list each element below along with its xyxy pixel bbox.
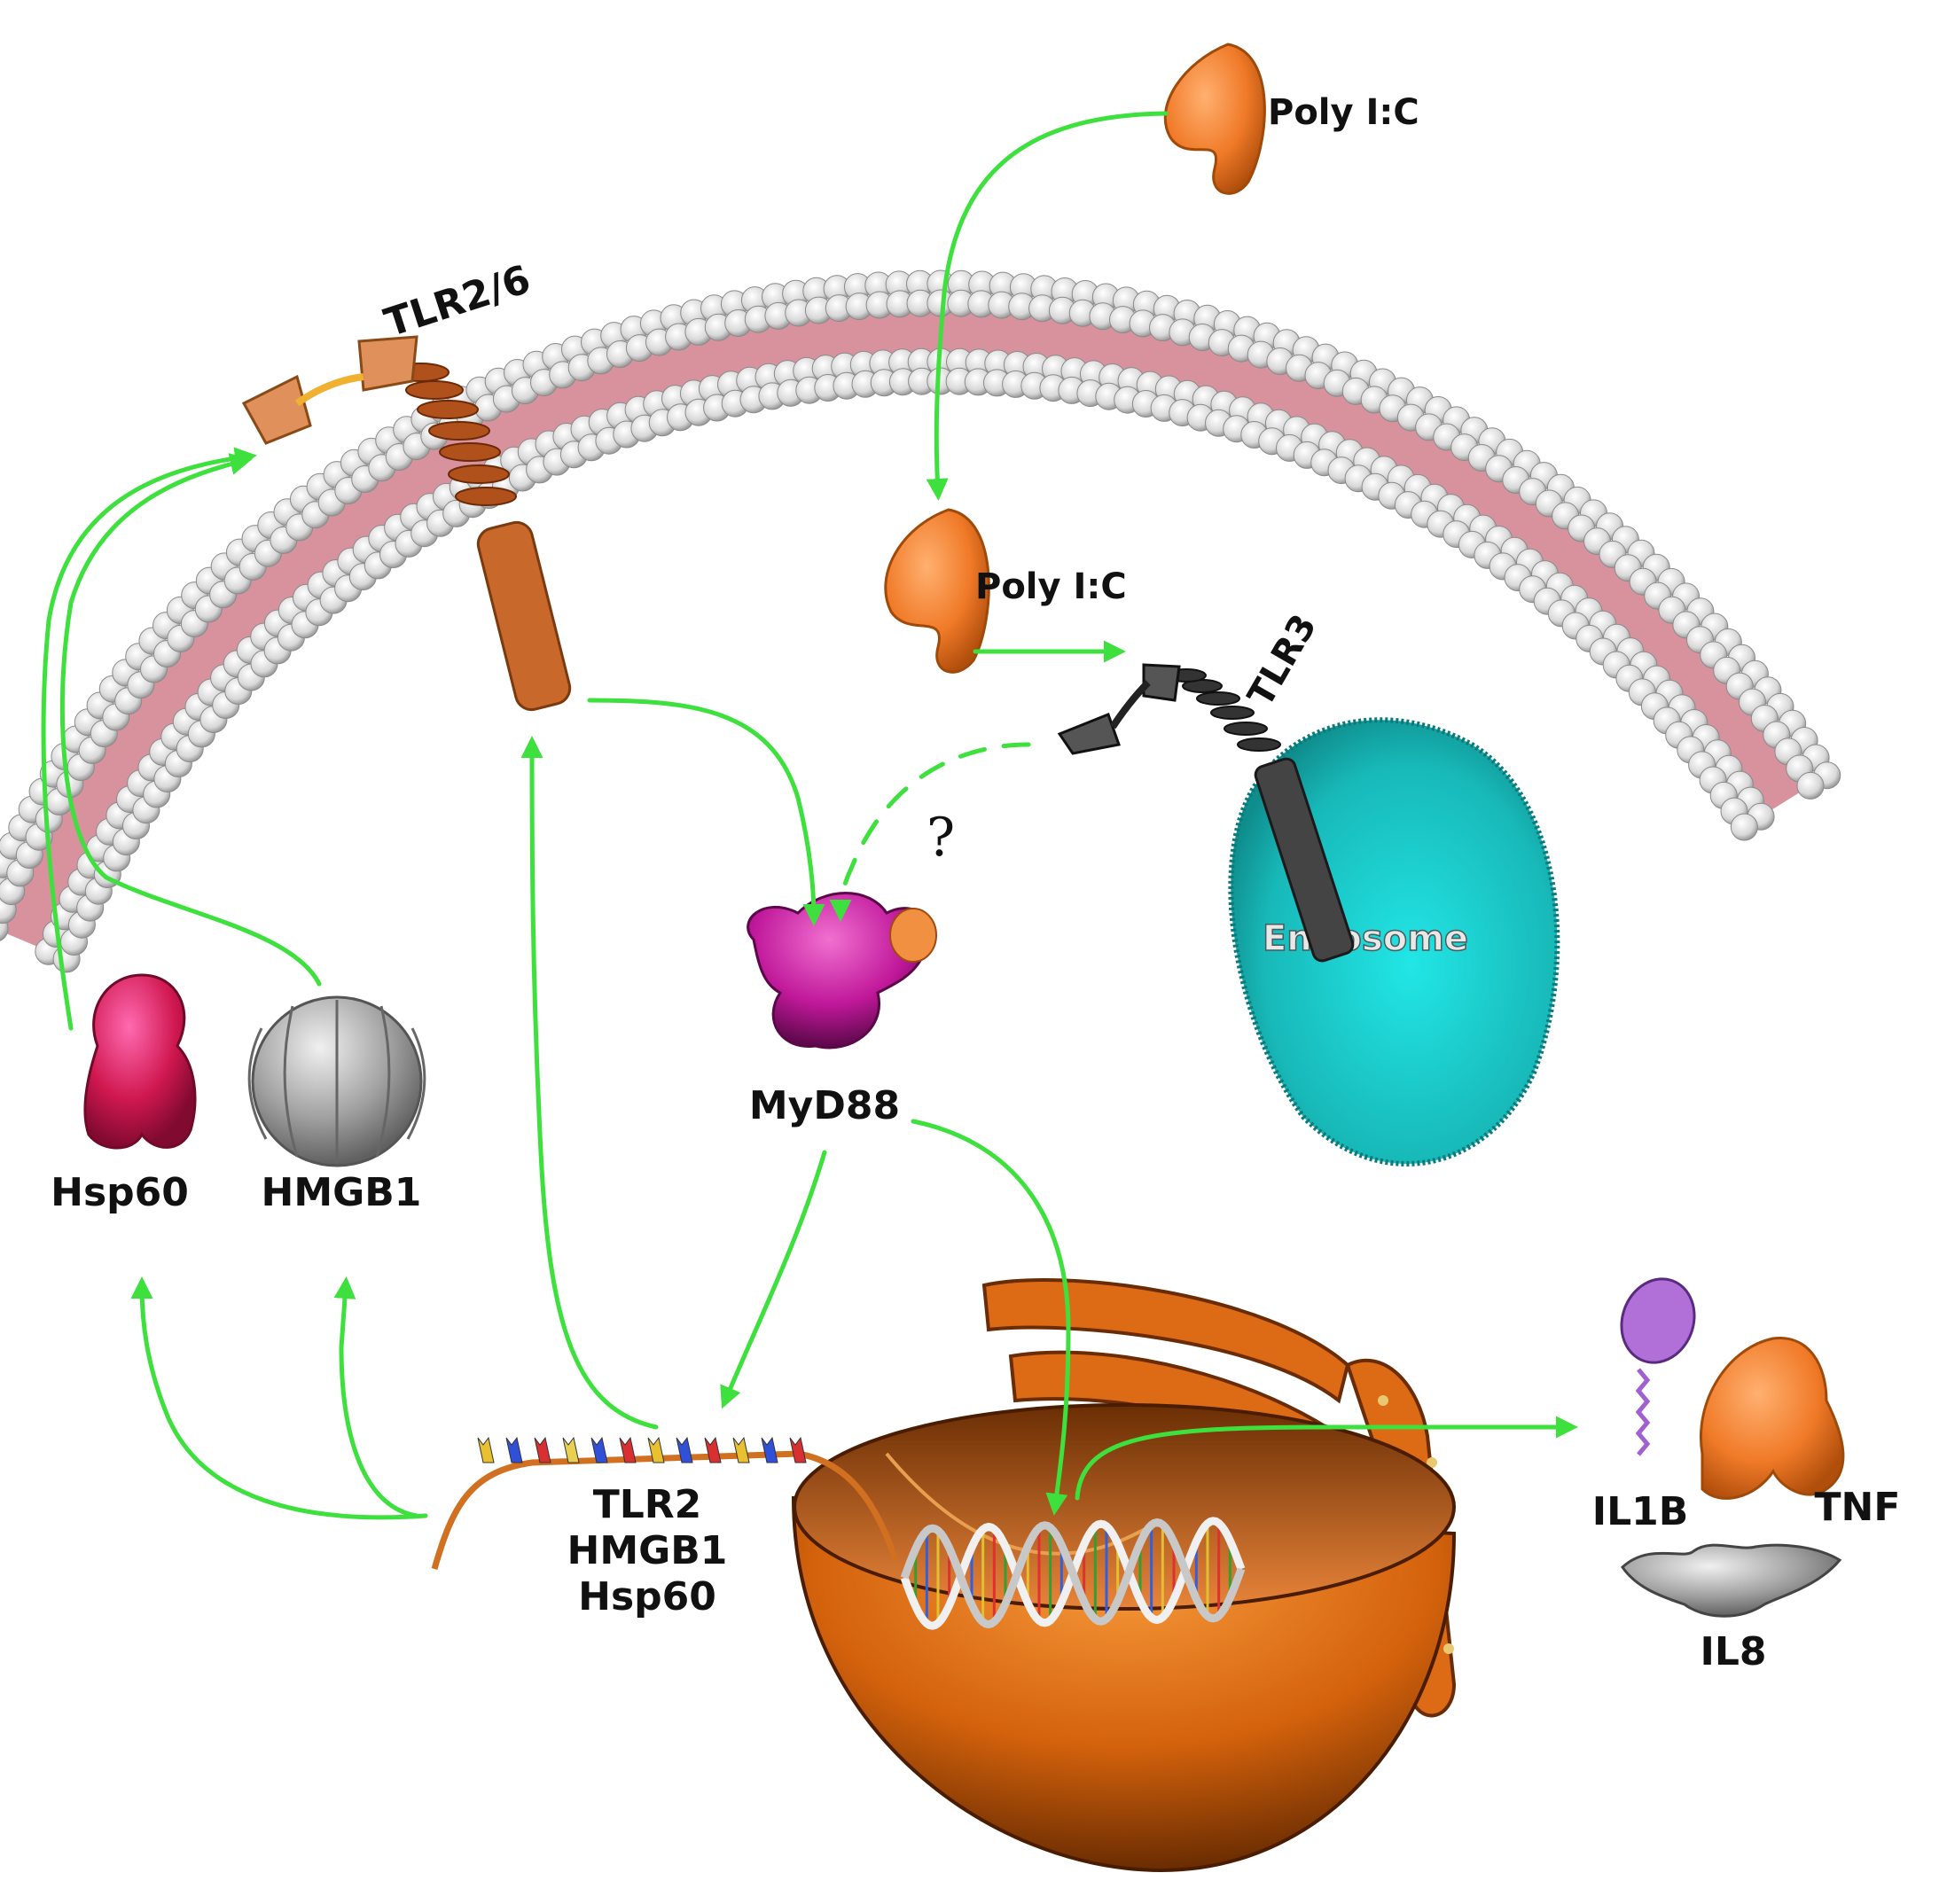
arrow-dna-to-cytokines bbox=[1075, 1416, 1578, 1501]
il8-cytokine: IL8 bbox=[1621, 1543, 1842, 1674]
gene-label-hsp60: Hsp60 bbox=[578, 1574, 716, 1619]
myd88-label: MyD88 bbox=[749, 1083, 900, 1128]
cell-membrane bbox=[0, 269, 1841, 973]
endosome-label: Endosome bbox=[1263, 918, 1468, 959]
arrow-mrna-to-hsp60 bbox=[130, 1276, 428, 1520]
poly-ic-outside-label: Poly I:C bbox=[1268, 92, 1419, 133]
tlr2-6-label: TLR2/6 bbox=[379, 257, 536, 347]
gene-label-hmgb1: HMGB1 bbox=[567, 1528, 728, 1573]
poly-ic-inside: Poly I:C bbox=[884, 508, 1127, 674]
tlr3-label: TLR3 bbox=[1240, 608, 1325, 714]
hsp60-label: Hsp60 bbox=[51, 1170, 189, 1215]
arrow-mrna-to-hmgb1 bbox=[333, 1276, 419, 1518]
hmgb1-protein: HMGB1 bbox=[247, 995, 426, 1215]
arrow-mrna-to-tlr26 bbox=[520, 736, 659, 1430]
poly-ic-inside-label: Poly I:C bbox=[975, 566, 1127, 607]
dna-helix bbox=[900, 1517, 1246, 1630]
poly-ic-outside: Poly I:C bbox=[1163, 43, 1419, 195]
il1b-cytokine: IL1B bbox=[1592, 1277, 1696, 1534]
arrow-polyic-to-endosome bbox=[926, 111, 1169, 501]
tnf-label: TNF bbox=[1815, 1485, 1901, 1530]
arrow-tlr26-to-myd88 bbox=[587, 698, 825, 926]
arrow-myd88-to-dna bbox=[911, 1119, 1071, 1516]
il1b-label: IL1B bbox=[1592, 1489, 1689, 1534]
arrow-hsp60-to-tlr26 bbox=[41, 447, 257, 1031]
mrna-strand bbox=[431, 1436, 899, 1570]
il8-label: IL8 bbox=[1700, 1629, 1766, 1674]
signaling-arrows bbox=[41, 111, 1578, 1520]
question-mark: ? bbox=[926, 807, 955, 869]
hmgb1-label: HMGB1 bbox=[262, 1170, 422, 1215]
arrow-hmgb1-to-tlr26 bbox=[59, 453, 322, 987]
arrow-myd88-to-mrna bbox=[720, 1150, 827, 1409]
nucleus bbox=[791, 1403, 1457, 1873]
arrow-tlr3-to-myd88-dashed bbox=[829, 742, 1031, 922]
myd88-protein: MyD88 bbox=[747, 892, 937, 1128]
hsp60-protein: Hsp60 bbox=[51, 973, 197, 1215]
tnf-cytokine: TNF bbox=[1700, 1337, 1901, 1530]
gene-label-tlr2: TLR2 bbox=[593, 1482, 702, 1527]
